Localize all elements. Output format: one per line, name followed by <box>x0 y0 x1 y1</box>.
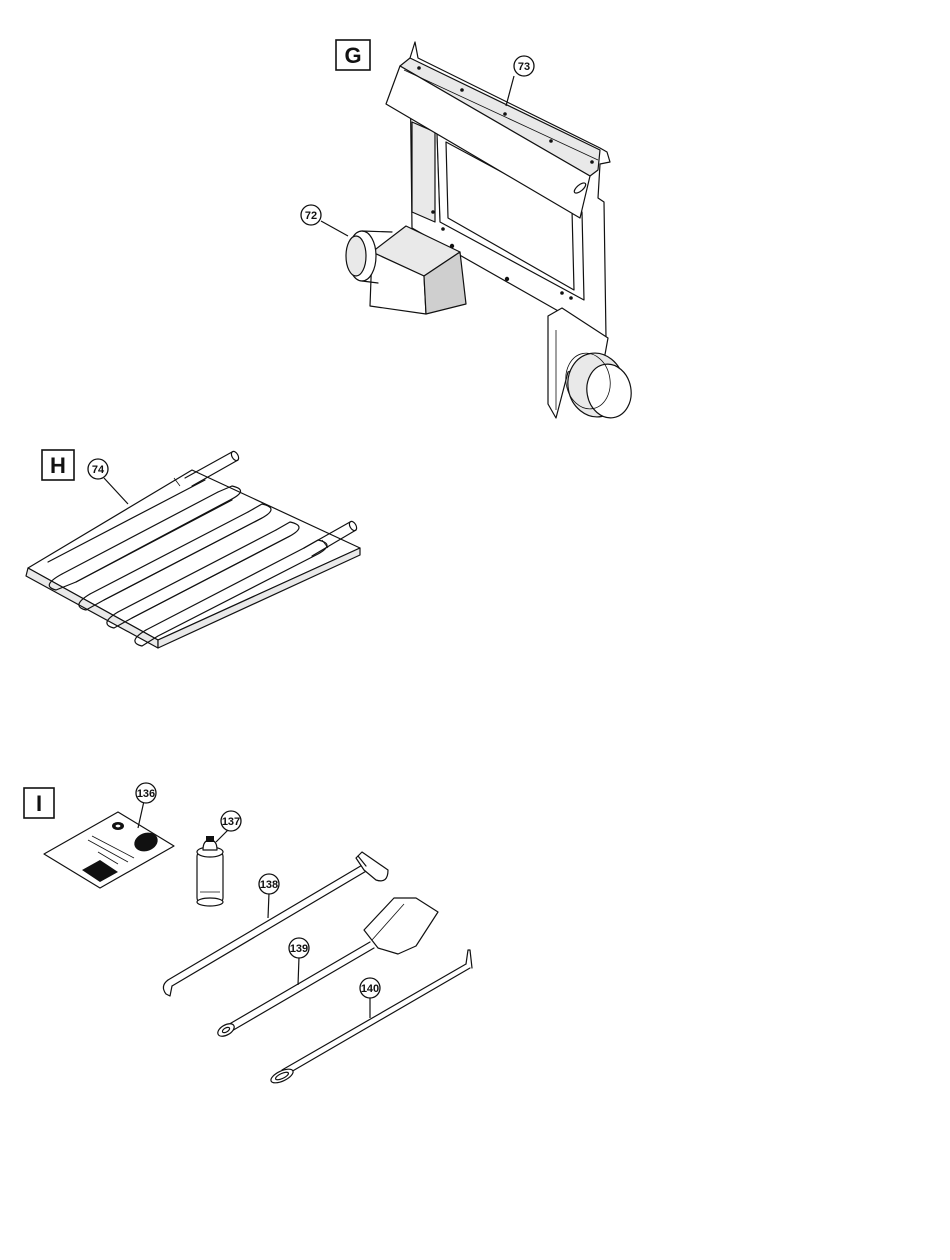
callout-137-label: 137 <box>222 816 240 828</box>
section-i: I 136 137 <box>24 783 472 1086</box>
hook-rod: 140 <box>269 950 472 1086</box>
spray-can-body <box>197 852 223 902</box>
callout-72-label: 72 <box>305 210 317 222</box>
duct-assembly <box>346 42 635 421</box>
callout-73-label: 73 <box>518 61 530 73</box>
section-g-label: G <box>344 43 361 68</box>
scraper-tool: 139 <box>216 898 438 1039</box>
left-duct-collar-inner <box>346 236 366 276</box>
callout-140-label: 140 <box>361 983 379 995</box>
callout-136-label: 136 <box>137 788 155 800</box>
heating-element <box>26 450 360 648</box>
section-h-label: H <box>50 453 66 478</box>
section-h: H 74 <box>26 450 360 648</box>
callout-139-label: 139 <box>290 943 308 955</box>
section-g: G <box>301 40 635 421</box>
scraper-blade <box>364 898 438 954</box>
element-plate <box>28 470 360 640</box>
callout-138-label: 138 <box>260 879 278 891</box>
instruction-sheet: 136 <box>44 783 174 888</box>
section-i-label: I <box>36 791 42 816</box>
callout-74-label: 74 <box>92 464 105 476</box>
spray-can: 137 <box>197 811 241 906</box>
side-flange <box>412 122 435 222</box>
